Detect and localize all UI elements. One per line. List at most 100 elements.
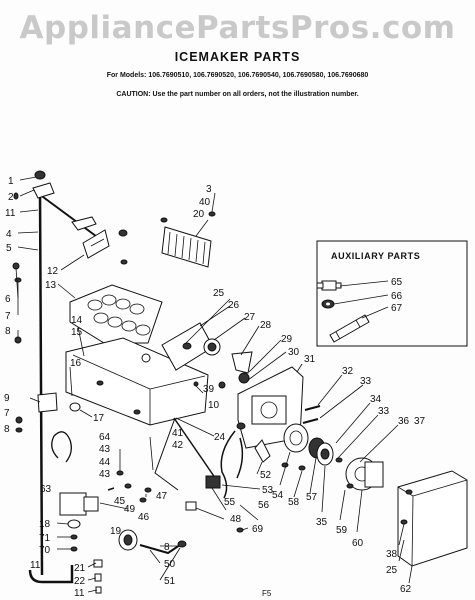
- callout-label: 19: [110, 526, 122, 537]
- callout-label: 54: [272, 490, 284, 501]
- callout-label: 16: [70, 358, 82, 369]
- callout-label: 38: [386, 549, 398, 560]
- callout-label: 43: [99, 469, 111, 480]
- callout-label: 53: [262, 485, 274, 496]
- models-line: For Models: 106.7690510, 106.7690520, 10…: [106, 72, 369, 79]
- fill-tube-assembly: [12, 170, 105, 584]
- callout-label: 2: [8, 192, 14, 203]
- callout-label: 12: [47, 266, 59, 277]
- motor-part: [345, 457, 384, 491]
- callout-label: 24: [214, 432, 226, 443]
- callout-label: 26: [228, 300, 240, 311]
- callout-label: 50: [164, 559, 176, 570]
- aux-nut-part: [321, 299, 335, 309]
- callout-label: 11: [5, 208, 16, 219]
- callout-label: 25: [386, 565, 398, 576]
- callout-label: 64: [99, 432, 111, 443]
- callout-label: 25: [213, 288, 225, 299]
- inlet-fittings-part: [93, 529, 187, 594]
- exploded-parts-diagram: AUXILIARY PARTS: [4, 170, 468, 599]
- callout-label: 65: [391, 277, 403, 288]
- diagram-code: F5: [262, 589, 272, 598]
- callout-label: 21: [74, 563, 86, 574]
- callout-label: 14: [71, 315, 83, 326]
- auxiliary-parts-box: AUXILIARY PARTS: [316, 240, 468, 347]
- front-cover-part: [397, 470, 468, 567]
- callout-labels: 1 2 11 4 5 6 7 8 3 40 20 12 13 25 26 27 …: [4, 176, 426, 599]
- callout-label: 60: [352, 538, 364, 549]
- callout-label: 62: [400, 584, 412, 595]
- callout-label: 7: [4, 408, 10, 419]
- control-housing-part: [236, 366, 321, 449]
- callout-label: 9: [4, 393, 10, 404]
- ice-mold-part: [69, 284, 163, 344]
- callout-label: 35: [316, 517, 328, 528]
- callout-label: 30: [288, 347, 300, 358]
- callout-label: 6: [5, 294, 11, 305]
- callout-label: 51: [164, 576, 176, 587]
- callout-label: 15: [71, 327, 83, 338]
- caution-line: CAUTION: Use the part number on all orde…: [116, 91, 359, 98]
- mounting-plate-part: [141, 322, 253, 389]
- callout-label: 5: [6, 243, 12, 254]
- callout-label: 32: [342, 366, 354, 377]
- callout-label: 8: [164, 542, 170, 553]
- callout-label: 7: [5, 311, 11, 322]
- callout-label: 34: [370, 394, 382, 405]
- callout-label: 41: [172, 428, 184, 439]
- callout-label: 66: [391, 291, 403, 302]
- leader-lines: [15, 176, 413, 593]
- gear-assembly-part: [283, 423, 343, 471]
- callout-label: 48: [230, 514, 242, 525]
- callout-label: 33: [360, 376, 372, 387]
- callout-label: 58: [288, 497, 300, 508]
- callout-label: 33: [378, 406, 390, 417]
- callout-label: 56: [258, 500, 270, 511]
- callout-label: 20: [193, 209, 205, 220]
- callout-label: 31: [304, 354, 316, 365]
- aux-tube-part: [329, 314, 370, 343]
- callout-label: 47: [156, 491, 168, 502]
- callout-label: 67: [391, 303, 403, 314]
- callout-label: 1: [8, 176, 14, 187]
- callout-label: 28: [260, 320, 272, 331]
- callout-label: 45: [114, 496, 126, 507]
- callout-label: 44: [99, 457, 111, 468]
- callout-label: 18: [39, 519, 51, 530]
- callout-label: 13: [45, 280, 57, 291]
- callout-label: 55: [224, 497, 236, 508]
- callout-label: 59: [336, 525, 348, 536]
- callout-label: 4: [6, 229, 12, 240]
- callout-label: 37: [414, 416, 426, 427]
- callout-label: 8: [5, 326, 11, 337]
- page-title: ICEMAKER PARTS: [174, 50, 301, 64]
- callout-label: 8: [4, 424, 10, 435]
- callout-label: 70: [39, 545, 51, 556]
- site-watermark: AppliancePartsPros.com: [19, 10, 456, 46]
- callout-label: 49: [124, 504, 136, 515]
- callout-label: 40: [199, 197, 211, 208]
- callout-label: 39: [203, 384, 215, 395]
- top-grille-part: [160, 211, 216, 268]
- callout-label: 3: [206, 184, 212, 195]
- aux-valve-part: [316, 280, 342, 291]
- callout-label: 69: [252, 524, 264, 535]
- callout-label: 17: [93, 413, 105, 424]
- callout-label: 71: [39, 533, 51, 544]
- callout-label: 43: [99, 444, 111, 455]
- callout-label: 27: [244, 312, 256, 323]
- ejector-arm: [82, 229, 128, 265]
- callout-label: 22: [74, 576, 86, 587]
- callout-label: 57: [306, 492, 318, 503]
- wiring-harness-part: [154, 417, 289, 533]
- callout-label: 52: [260, 470, 272, 481]
- callout-label: 29: [281, 334, 293, 345]
- callout-label: 10: [208, 400, 220, 411]
- callout-label: 11: [30, 560, 41, 571]
- auxiliary-parts-title: AUXILIARY PARTS: [331, 251, 420, 261]
- callout-label: 63: [40, 484, 52, 495]
- callout-label: 36: [398, 416, 410, 427]
- callout-label: 42: [172, 440, 184, 451]
- callout-label: 11: [74, 588, 85, 599]
